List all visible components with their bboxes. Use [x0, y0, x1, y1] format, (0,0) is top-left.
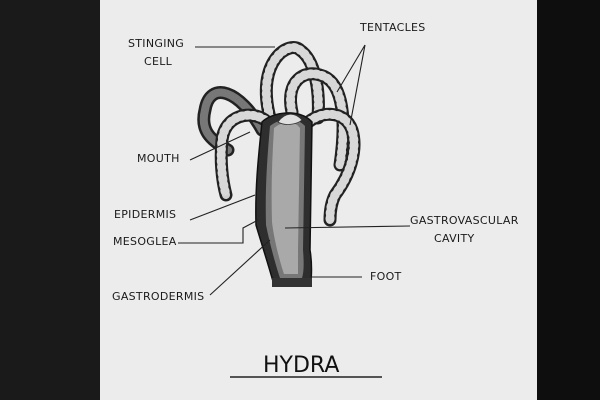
tentacles [197, 41, 361, 227]
mouth-opening [277, 113, 303, 125]
leader-lines [178, 44, 411, 378]
label-tentacles: TENTACLES [359, 21, 426, 34]
diagram-title: HYDRA [263, 353, 339, 378]
label-epidermis: EPIDERMIS [114, 208, 176, 221]
dark-background [537, 0, 600, 400]
label-gastrovascular: GASTROVASCULAR [410, 214, 519, 227]
hydra-body [255, 112, 313, 287]
foot-disc [272, 278, 312, 287]
label-gastrovascular-cavity: CAVITY [434, 232, 475, 245]
label-gastrodermis: GASTRODERMIS [112, 290, 204, 303]
label-foot: FOOT [370, 270, 402, 283]
label-mouth: MOUTH [137, 152, 180, 165]
label-stinging-cell-line2: CELL [144, 55, 173, 68]
label-mesoglea: MESOGLEA [113, 235, 177, 248]
label-stinging-cell: STINGING [128, 37, 184, 50]
